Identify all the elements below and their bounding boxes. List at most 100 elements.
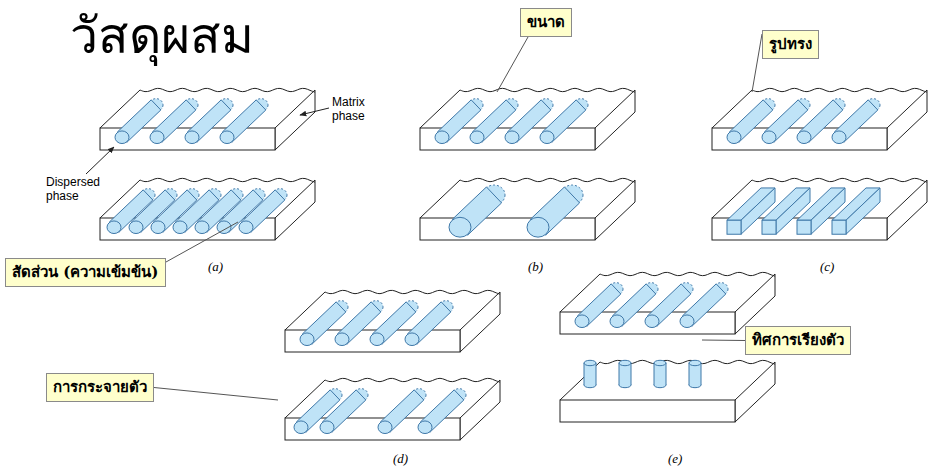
fiber-front	[505, 131, 519, 144]
slab-wavy-edge	[325, 290, 500, 294]
slab-wavy-edge	[460, 88, 635, 92]
fiber-front	[239, 221, 253, 234]
slab-wavy-edge	[600, 272, 775, 276]
phase-label: Matrix phase	[332, 96, 382, 124]
prism-front	[832, 220, 846, 234]
callout-box: การกระจายตัว	[46, 373, 154, 402]
fiber-front	[680, 315, 694, 328]
slab-edge	[420, 180, 460, 218]
leader-line	[752, 34, 762, 92]
slab	[285, 290, 500, 352]
callout-box: ขนาด	[520, 8, 572, 37]
slab-wavy-edge	[140, 88, 315, 92]
fiber-front	[449, 217, 471, 237]
panel-letter: (e)	[668, 452, 682, 467]
slab-side	[595, 180, 635, 240]
slab-side	[595, 90, 635, 150]
phase-label: Dispersed phase	[46, 176, 104, 204]
slab-edge	[560, 362, 600, 400]
fiber-front	[575, 315, 589, 328]
slab	[712, 178, 927, 240]
callout-box: รูปทรง	[762, 30, 819, 59]
fiber-front	[320, 421, 334, 434]
slab-side	[887, 90, 927, 150]
callout-text: ทิศการเรียงตัว	[752, 330, 844, 350]
fiber-front	[610, 315, 624, 328]
fiber-front	[150, 131, 164, 144]
slab-side	[460, 292, 500, 352]
slab-side	[735, 362, 775, 422]
callout-leaders	[154, 34, 762, 400]
slab-front	[420, 218, 595, 240]
rod-body	[584, 363, 596, 385]
rod-body	[619, 363, 631, 385]
slab-wavy-edge	[325, 378, 500, 382]
fiber-front	[129, 221, 143, 234]
leader-arrow	[300, 108, 329, 115]
fiber-front	[378, 421, 392, 434]
fiber-front	[645, 315, 659, 328]
leader-line	[154, 388, 278, 401]
fiber-front	[470, 131, 484, 144]
slab-wavy-edge	[752, 88, 927, 92]
rod-body	[689, 363, 701, 385]
slide-title: วัสดุผสม	[70, 6, 254, 66]
fiber-front	[151, 221, 165, 234]
prism-side	[741, 188, 775, 234]
fiber-front	[185, 131, 199, 144]
callout-text: ขนาด	[527, 12, 565, 32]
fiber-front	[762, 131, 776, 144]
slab-front	[712, 218, 887, 240]
rod-top	[689, 360, 701, 365]
fiber-front	[335, 333, 349, 346]
prism-side	[776, 188, 810, 234]
slab-side	[460, 380, 500, 440]
prism-side	[846, 188, 880, 234]
fiber-front	[107, 221, 121, 234]
fiber-front	[405, 333, 419, 346]
slab	[420, 178, 635, 240]
callout-text: การกระจายตัว	[53, 377, 147, 397]
rod-sides	[689, 363, 701, 385]
callout-text: รูปทรง	[769, 34, 812, 54]
slab-side	[735, 274, 775, 334]
rod-top	[619, 360, 631, 365]
fiber-front	[294, 421, 308, 434]
fiber-front	[797, 131, 811, 144]
fiber-front	[435, 131, 449, 144]
leader-arrow	[86, 147, 114, 174]
slab-wavy-edge	[752, 178, 927, 182]
prism-front	[727, 220, 741, 234]
phase-leaders	[86, 108, 329, 174]
slab	[100, 178, 315, 240]
fiber-front	[300, 333, 314, 346]
callout-box: ทิศการเรียงตัว	[745, 326, 851, 355]
fiber-front	[370, 333, 384, 346]
slab-wavy-edge	[140, 178, 315, 182]
prism-front	[797, 220, 811, 234]
slab-side	[275, 90, 315, 150]
rod-sides	[584, 363, 596, 385]
rod-sides	[654, 363, 666, 385]
panel-letter: (a)	[208, 260, 223, 275]
panel-letter: (c)	[820, 260, 834, 275]
rod-body	[654, 363, 666, 385]
rod-top	[584, 360, 596, 365]
fiber-front	[418, 421, 432, 434]
slab-wavy-edge	[460, 178, 635, 182]
slab-front	[560, 400, 735, 422]
prism-front	[762, 220, 776, 234]
rod-sides	[619, 363, 631, 385]
slab-side	[887, 180, 927, 240]
panel-letter: (b)	[528, 260, 543, 275]
leader-line	[702, 340, 745, 342]
rod-top	[654, 360, 666, 365]
fiber-front	[727, 131, 741, 144]
callout-text: สัดส่วน (ความเข้มข้น)	[12, 262, 159, 282]
fiber-front	[115, 131, 129, 144]
fiber-front	[527, 217, 549, 237]
slab	[285, 378, 500, 440]
fiber-front	[195, 221, 209, 234]
slab	[100, 88, 315, 150]
